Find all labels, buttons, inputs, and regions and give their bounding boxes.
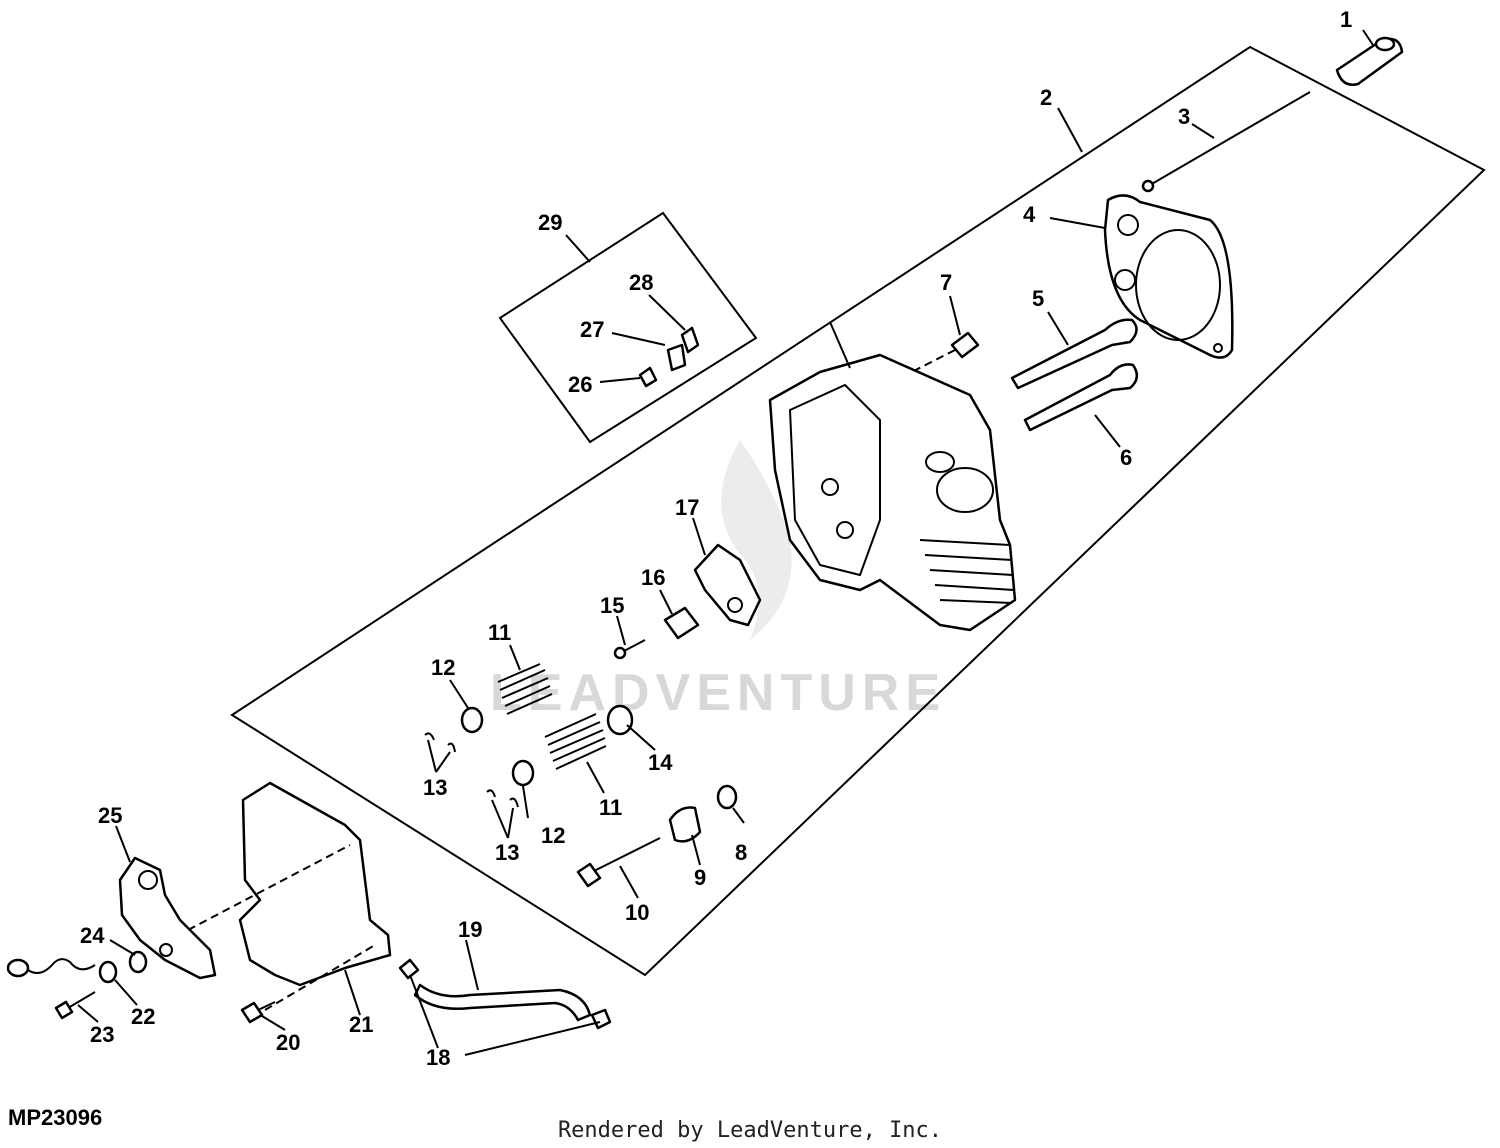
screw-20-part xyxy=(240,1001,276,1024)
callout-20: 20 xyxy=(276,1030,300,1055)
hose-clamp-upper-part xyxy=(398,958,420,980)
callout-13-upper: 13 xyxy=(423,775,447,800)
callout-28: 28 xyxy=(629,270,653,295)
breather-hose-part xyxy=(413,983,592,1022)
callout-27: 27 xyxy=(580,317,604,342)
watermark: LEADVENTURE xyxy=(490,440,946,722)
callout-5: 5 xyxy=(1032,286,1044,311)
screw-23-part xyxy=(54,991,96,1020)
exhaust-valve-part xyxy=(1023,363,1139,432)
callout-11-upper: 11 xyxy=(488,620,511,645)
intake-valve-part xyxy=(1010,318,1138,390)
head-gasket-part xyxy=(1103,194,1234,359)
tube-part xyxy=(1335,36,1404,86)
washer-24-part xyxy=(128,950,148,974)
callout-26: 26 xyxy=(568,372,592,397)
callout-17: 17 xyxy=(675,495,699,520)
callout-16: 16 xyxy=(641,565,665,590)
keepers-lower-part xyxy=(486,789,519,808)
keepers-upper-part xyxy=(424,732,456,753)
screw-26-part xyxy=(638,366,658,388)
cylinder-head-part xyxy=(768,353,1017,632)
rocker-bracket-part xyxy=(693,543,762,627)
washer-22-part xyxy=(98,960,118,984)
callout-24: 24 xyxy=(80,923,105,948)
callout-23: 23 xyxy=(90,1022,114,1047)
valve-spring-upper-part xyxy=(497,663,553,715)
hose-clamp-lower-part xyxy=(590,1008,612,1030)
valve-seal-part xyxy=(606,704,634,736)
valve-spring-lower-part xyxy=(544,713,607,770)
screw-part xyxy=(613,639,646,660)
cylinder-head-kit-outline xyxy=(230,45,1486,977)
retainer-upper-part xyxy=(460,706,484,734)
plug-part xyxy=(899,331,980,379)
retainer-lower-part xyxy=(511,759,535,787)
callout-1: 1 xyxy=(1340,7,1352,32)
callout-19: 19 xyxy=(458,917,482,942)
valve-cover-part xyxy=(187,781,392,1011)
callout-8: 8 xyxy=(735,840,747,865)
callout-2: 2 xyxy=(1040,85,1052,110)
spacer-part xyxy=(668,806,702,843)
washer-part xyxy=(716,784,738,810)
callout-21: 21 xyxy=(349,1012,373,1037)
callout-12-lower: 12 xyxy=(541,823,565,848)
callout-7: 7 xyxy=(940,270,952,295)
callout-22: 22 xyxy=(131,1004,155,1029)
callout-9: 9 xyxy=(694,865,706,890)
callout-6: 6 xyxy=(1120,445,1132,470)
callout-11-lower: 11 xyxy=(599,795,622,820)
callout-12-upper: 12 xyxy=(431,655,455,680)
callout-18: 18 xyxy=(426,1045,450,1070)
callout-25: 25 xyxy=(98,803,122,828)
callout-3: 3 xyxy=(1178,104,1190,129)
plate-28-part xyxy=(680,326,700,354)
mounting-bracket-part xyxy=(118,856,217,980)
callout-10: 10 xyxy=(625,900,649,925)
pivot-part xyxy=(663,606,700,640)
bracket-kit-outline xyxy=(498,211,758,444)
callout-14: 14 xyxy=(648,750,673,775)
callout-29: 29 xyxy=(538,210,562,235)
callout-13-lower: 13 xyxy=(495,840,519,865)
callout-4: 4 xyxy=(1023,202,1036,227)
svg-text:LEADVENTURE: LEADVENTURE xyxy=(490,664,946,722)
plate-27-part xyxy=(666,343,687,372)
callout-15: 15 xyxy=(600,593,624,618)
callout-labels: 1 2 3 4 5 6 7 8 9 10 11 11 12 12 13 13 1… xyxy=(80,7,1352,1070)
push-rod-part xyxy=(1141,91,1311,193)
head-bolt-part xyxy=(576,837,661,888)
ground-wire-part xyxy=(6,958,96,978)
render-credit: Rendered by LeadVenture, Inc. xyxy=(557,1118,943,1143)
leader-lines xyxy=(77,29,1374,1056)
figure-id: MP23096 xyxy=(8,1105,103,1130)
